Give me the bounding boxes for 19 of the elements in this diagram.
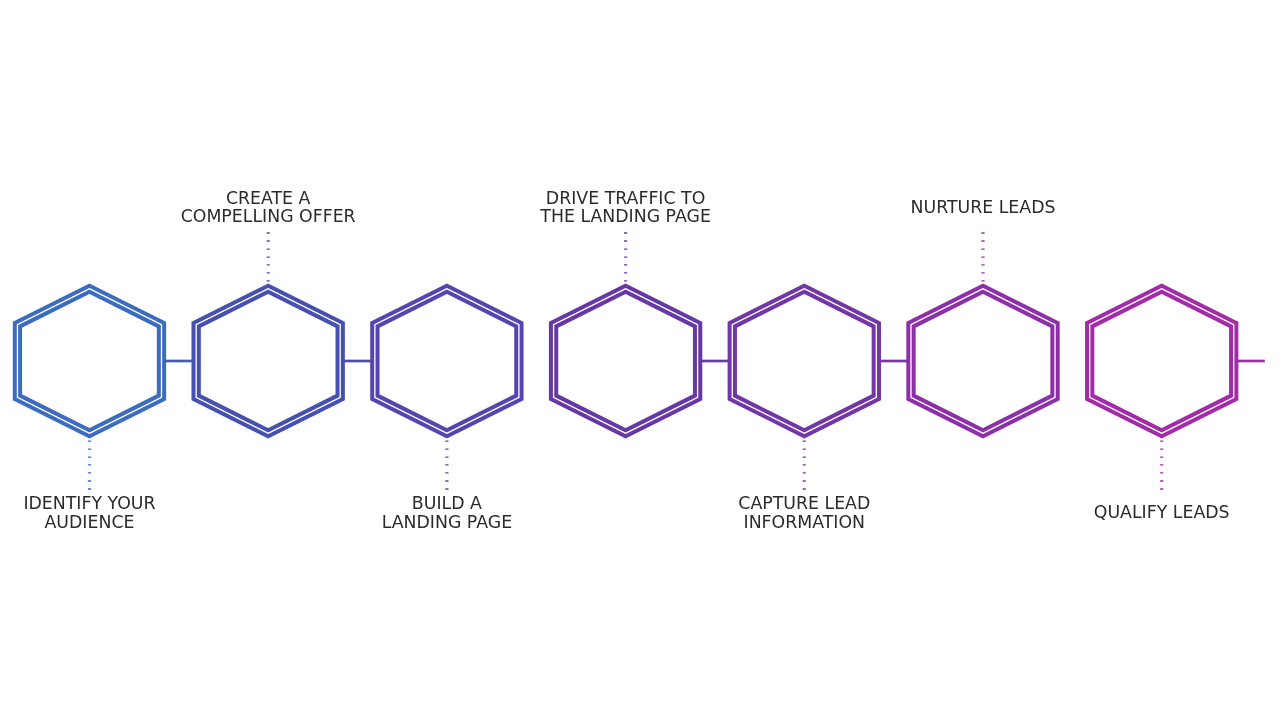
- node-hexagon: [1085, 283, 1239, 438]
- node-hexagon: [12, 283, 167, 438]
- connector: [879, 359, 909, 362]
- node-text: IDENTIFY YOUR AUDIENCE: [23, 492, 156, 532]
- node-hexagon: [906, 283, 1060, 438]
- node-hexagon: [191, 283, 345, 438]
- node-text: BUILD A LANDING PAGE: [381, 492, 513, 532]
- connector: [342, 359, 373, 362]
- connector: [700, 359, 730, 362]
- connector: [1236, 359, 1265, 362]
- node-hexagon: [727, 283, 881, 438]
- connector: [164, 359, 194, 362]
- node-text: CREATE A COMPELLING OFFER: [180, 187, 356, 226]
- node-hexagon: [548, 283, 703, 438]
- node-text: DRIVE TRAFFIC TO THE LANDING PAGE: [540, 187, 711, 226]
- node-text: NURTURE LEADS: [910, 196, 1056, 217]
- node-text: CAPTURE LEAD INFORMATION: [738, 492, 871, 532]
- node-text: QUALIFY LEADS: [1093, 501, 1230, 522]
- node-hexagon: [370, 283, 524, 438]
